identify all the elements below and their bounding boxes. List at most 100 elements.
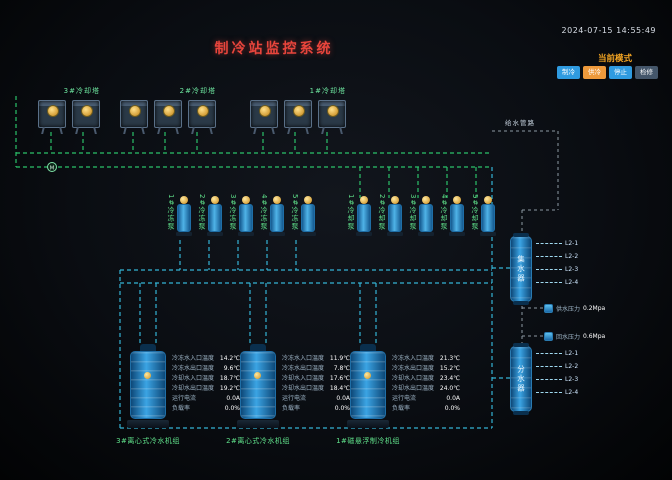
branch-label: L2-1 — [565, 350, 579, 357]
readout-label: 运行电流 — [172, 395, 197, 403]
branch-line: L2-3 — [536, 376, 578, 383]
branch-pipe-icon — [536, 379, 562, 380]
branch-pipe-icon — [536, 366, 562, 367]
fan-icon — [259, 105, 271, 117]
readout-label: 冷冻水出口温度 — [392, 365, 435, 373]
pump-icon — [176, 196, 192, 236]
chiller-2: 冷冻水入口温度 11.9℃ 冷冻水出口温度 7.8℃ 冷却水入口温度 17.6℃… — [226, 344, 352, 445]
readout-row: 冷冻水出口温度 9.6℃ — [172, 365, 240, 373]
pump-icon — [269, 196, 285, 236]
collector: 集水器 L2-1 L2-2 L2-3 — [510, 233, 578, 305]
readout-label: 冷冻水出口温度 — [282, 365, 325, 373]
supply-line-label: 给水管路 — [505, 119, 535, 127]
readout-row: 运行电流 0.0A — [172, 396, 240, 403]
cooling-tower[interactable] — [250, 100, 278, 128]
readout-label: 运行电流 — [282, 395, 307, 403]
readout-row: 冷却水出口温度 18.4℃ — [282, 386, 350, 393]
readout-row: 运行电流 0.0A — [392, 396, 460, 403]
readout-label: 负载率 — [392, 405, 411, 413]
branch-line: L2-3 — [536, 266, 578, 273]
readout-label: 运行电流 — [392, 395, 417, 403]
mode-label: 当前模式 — [597, 54, 632, 64]
readout-value: 0.0A — [226, 395, 240, 403]
chilled-pump[interactable]: 4#冷冻泵 — [259, 194, 285, 238]
collector-tank-icon[interactable]: 集水器 — [510, 233, 532, 305]
readout-value: 15.2℃ — [439, 365, 460, 373]
chiller-name: 1#磁悬浮制冷机组 — [336, 437, 400, 445]
readout-value: 0.0% — [334, 405, 350, 413]
pump-label: 3#冷冻泵 — [229, 194, 237, 231]
chilled-pump[interactable]: 3#冷冻泵 — [228, 194, 254, 238]
cooling-tower[interactable] — [120, 100, 148, 128]
chiller-3: 冷冻水入口温度 14.2℃ 冷冻水出口温度 9.6℃ 冷却水入口温度 18.7℃… — [116, 344, 242, 445]
mode-button-supply[interactable]: 供冷 — [583, 66, 606, 79]
readout-value: 19.2℃ — [219, 385, 240, 393]
chiller-icon[interactable] — [347, 344, 389, 428]
chiller-1: 冷冻水入口温度 21.3℃ 冷冻水出口温度 15.2℃ 冷却水入口温度 23.4… — [336, 344, 462, 445]
readout-value: 7.8℃ — [333, 365, 350, 373]
return-pressure-sensor[interactable]: 回水压力 0.6Mpa — [544, 331, 606, 341]
branch-line: L2-1 — [536, 240, 578, 247]
readout-row: 负载率 0.0% — [172, 406, 240, 413]
fan-icon — [47, 105, 59, 117]
cooling-tower[interactable] — [38, 100, 66, 128]
cooling-tower[interactable] — [188, 100, 216, 128]
motor-valve-icon: M — [47, 162, 57, 172]
mode-button-stop[interactable]: 停止 — [609, 66, 632, 79]
cooling-pump[interactable]: 4#冷却泵 — [439, 194, 465, 238]
readout-label: 负载率 — [282, 405, 301, 413]
readout-row: 冷却水入口温度 17.6℃ — [282, 376, 350, 383]
supply-pressure-sensor[interactable]: 供水压力 0.2Mpa — [544, 303, 605, 313]
cooling-pump[interactable]: 5#冷却泵 — [470, 194, 496, 238]
cooling-tower-group-3: 3#冷却塔 — [38, 86, 100, 128]
mode-button-cooling[interactable]: 制冷 — [557, 66, 580, 79]
branch-label: L2-1 — [565, 240, 579, 247]
readout-row: 冷却水入口温度 23.4℃ — [392, 376, 460, 383]
pump-label: 1#冷冻泵 — [167, 194, 175, 231]
cooling-pump[interactable]: 2#冷却泵 — [377, 194, 403, 238]
chiller-icon[interactable] — [237, 344, 279, 428]
pump-icon — [387, 196, 403, 236]
chiller-name: 2#离心式冷水机组 — [226, 437, 290, 445]
readout-value: 11.9℃ — [329, 355, 350, 362]
mode-button-maintenance[interactable]: 检修 — [635, 66, 658, 79]
readout-row: 冷冻水出口温度 15.2℃ — [392, 365, 460, 373]
pressure-sensor-icon — [544, 303, 553, 313]
distributor: 分水器 L2-1 L2-2 L2-3 — [510, 343, 578, 415]
branch-pipe-icon — [536, 243, 562, 244]
pump-label: 5#冷却泵 — [471, 194, 479, 231]
readout-row: 冷却水出口温度 24.0℃ — [392, 386, 460, 393]
distributor-branches: L2-1 L2-2 L2-3 L2-4 — [536, 350, 578, 396]
branch-pipe-icon — [536, 353, 562, 354]
cooling-tower[interactable] — [318, 100, 346, 128]
tower-group-label: 2#冷却塔 — [179, 87, 216, 95]
branch-line: L2-1 — [536, 350, 578, 357]
cooling-tower[interactable] — [284, 100, 312, 128]
branch-line: L2-2 — [536, 363, 578, 370]
collector-branches: L2-1 L2-2 L2-3 L2-4 — [536, 240, 578, 286]
pump-icon — [207, 196, 223, 236]
cooling-pump[interactable]: 1#冷却泵 — [346, 194, 372, 238]
chilled-pump[interactable]: 1#冷冻泵 — [166, 194, 192, 238]
readout-row: 负载率 0.0% — [282, 406, 350, 413]
chilled-pump[interactable]: 2#冷冻泵 — [197, 194, 223, 238]
chilled-pump[interactable]: 5#冷冻泵 — [290, 194, 316, 238]
distributor-tank-icon[interactable]: 分水器 — [510, 343, 532, 415]
readout-label: 冷冻水出口温度 — [172, 365, 215, 373]
cooling-tower[interactable] — [154, 100, 182, 128]
pump-label: 2#冷冻泵 — [198, 194, 206, 231]
chiller-3-readouts: 冷冻水入口温度 14.2℃ 冷冻水出口温度 9.6℃ 冷却水入口温度 18.7℃… — [172, 355, 240, 413]
cooling-pump[interactable]: 3#冷却泵 — [408, 194, 434, 238]
readout-row: 冷冻水入口温度 11.9℃ — [282, 355, 350, 363]
fan-icon — [81, 105, 93, 117]
fan-icon — [129, 105, 141, 117]
chilled-pump-group: 1#冷冻泵 2#冷冻泵 3#冷冻泵 4#冷冻泵 — [166, 194, 316, 238]
sensor-value: 0.6Mpa — [583, 332, 606, 340]
cooling-tower[interactable] — [72, 100, 100, 128]
readout-label: 冷却水出口温度 — [392, 385, 435, 393]
readout-row: 冷却水入口温度 18.7℃ — [172, 376, 240, 383]
cooling-tower-group-1: 1#冷却塔 — [250, 86, 346, 128]
pump-icon — [238, 196, 254, 236]
pump-label: 3#冷却泵 — [409, 194, 417, 231]
chiller-icon[interactable] — [127, 344, 169, 428]
